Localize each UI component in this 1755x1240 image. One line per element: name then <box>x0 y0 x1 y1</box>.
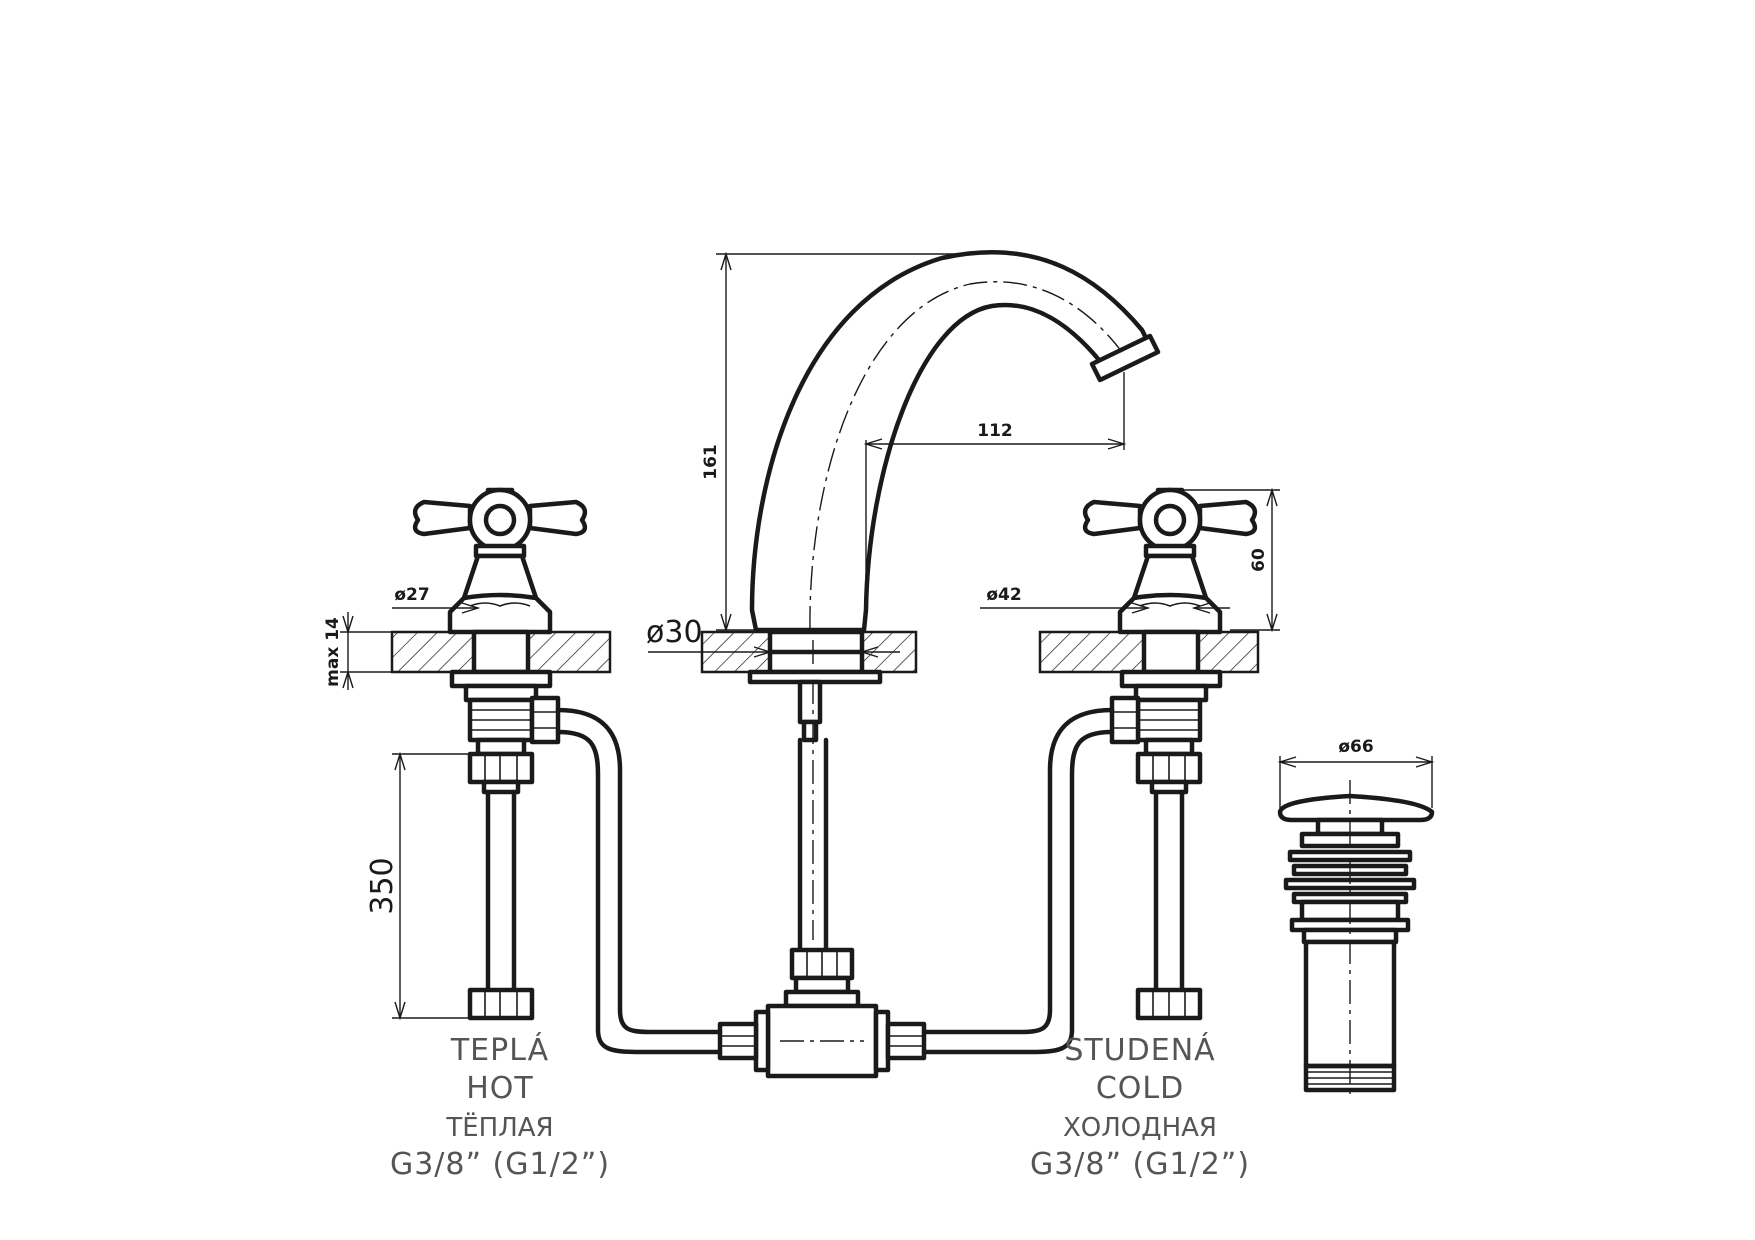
hot-label-en: HOT <box>466 1071 534 1106</box>
dim-right-flange-diameter: ø42 <box>986 585 1021 605</box>
dim-handle-height: 60 <box>1249 548 1269 572</box>
dim-left-flange-diameter: ø27 <box>394 585 429 605</box>
cold-thread-size: G3/8” (G1/2”) <box>1030 1147 1250 1182</box>
cold-label-ru: ХОЛОДНАЯ <box>1063 1113 1217 1143</box>
cold-water-label: STUDENÁ COLD ХОЛОДНАЯ G3/8” (G1/2”) <box>1030 1032 1250 1182</box>
hot-label-cz: TEPLÁ <box>450 1032 549 1068</box>
dim-waste-diameter: ø66 <box>1338 737 1373 757</box>
distribution-tee <box>555 707 1115 1079</box>
pop-up-waste <box>1277 780 1435 1098</box>
spout <box>747 249 1161 953</box>
cold-valve <box>1082 487 1258 1021</box>
hot-label-ru: ТЁПЛАЯ <box>445 1111 553 1143</box>
dim-spout-height: 161 <box>701 444 721 480</box>
hot-valve <box>412 487 588 1021</box>
hot-thread-size: G3/8” (G1/2”) <box>390 1147 610 1182</box>
cold-label-en: COLD <box>1096 1071 1184 1106</box>
cold-label-cz: STUDENÁ <box>1064 1032 1215 1068</box>
dim-hose-length: 350 <box>365 857 400 914</box>
dimension-lines <box>340 251 1435 1021</box>
hot-water-label: TEPLÁ HOT ТЁПЛАЯ G3/8” (G1/2”) <box>390 1032 610 1182</box>
dim-spout-reach: 112 <box>977 421 1013 441</box>
dim-spout-diameter: ø30 <box>646 615 703 650</box>
dim-max-thickness: max 14 <box>323 617 343 687</box>
